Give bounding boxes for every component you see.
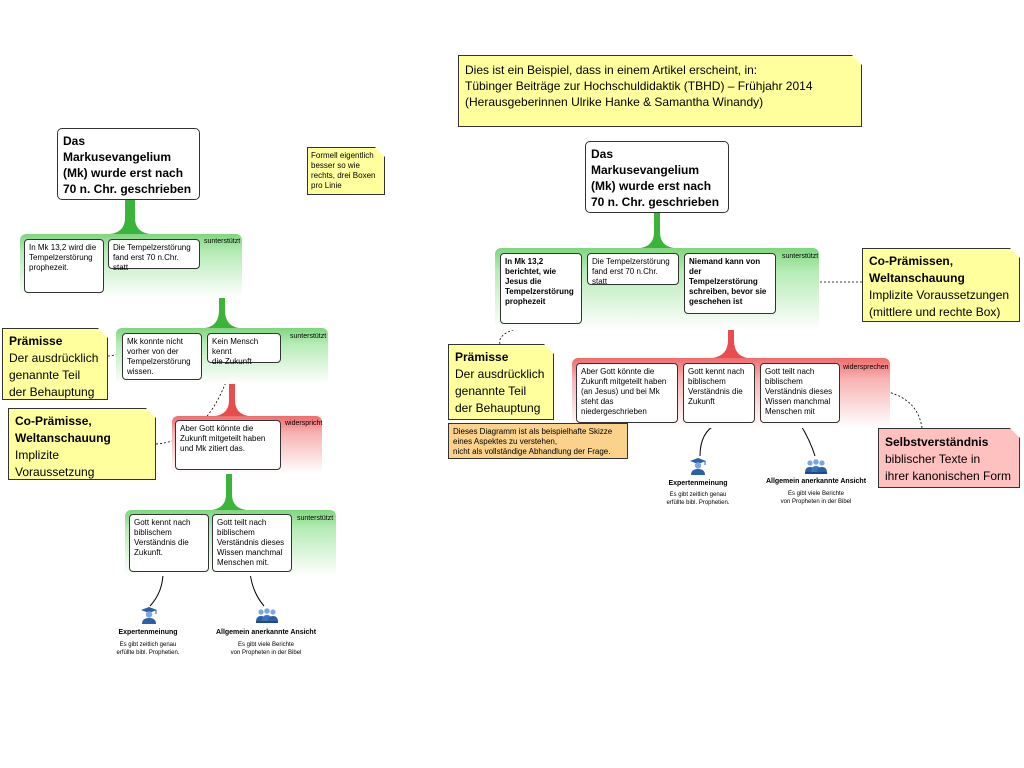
- main-claim: Das Markusevangelium(Mk) wurde erst nach…: [57, 128, 200, 200]
- support-connector: [110, 200, 150, 234]
- expert-icon: [141, 607, 157, 624]
- source-line: [249, 571, 265, 607]
- note-copraemissen: Co-Prämissen, Weltanschauung Implizite V…: [862, 248, 1020, 322]
- main-claim: Das Markusevangelium(Mk) wurde erst nach…: [585, 141, 729, 213]
- group-icon: [256, 608, 278, 623]
- support-connector: [205, 268, 239, 328]
- oppose-connector: [712, 316, 748, 358]
- source-title: Expertenmeinung: [118, 629, 178, 636]
- oppose-connector: [215, 368, 249, 416]
- note-skizze: Dieses Diagramm ist als beispielhafte Sk…: [448, 423, 628, 459]
- note-arrow: [887, 391, 923, 429]
- source-title: Allgemein anerkannte Ansicht: [215, 629, 317, 636]
- source-line: [149, 571, 164, 607]
- relation-label: sunterstützt: [204, 238, 241, 245]
- relation-label: sunterstützt: [290, 333, 327, 340]
- expert-icon: [690, 458, 706, 475]
- support-connector: [212, 470, 246, 510]
- source-title: Expertenmeinung: [668, 480, 728, 487]
- source-line: [799, 423, 816, 457]
- relation-label: widerspricht: [285, 420, 323, 427]
- support-connector: [640, 213, 674, 248]
- header-note: Dies ist ein Beispiel, dass in einem Art…: [458, 55, 862, 127]
- relation-label: sunterstützt: [297, 515, 334, 522]
- source-line: [699, 423, 718, 457]
- relation-label: sunterstützt: [782, 253, 819, 260]
- group-icon: [805, 459, 827, 474]
- source-title: Allgemein anerkannte Ansicht: [765, 478, 867, 485]
- relation-label: widersprechen: [843, 364, 889, 371]
